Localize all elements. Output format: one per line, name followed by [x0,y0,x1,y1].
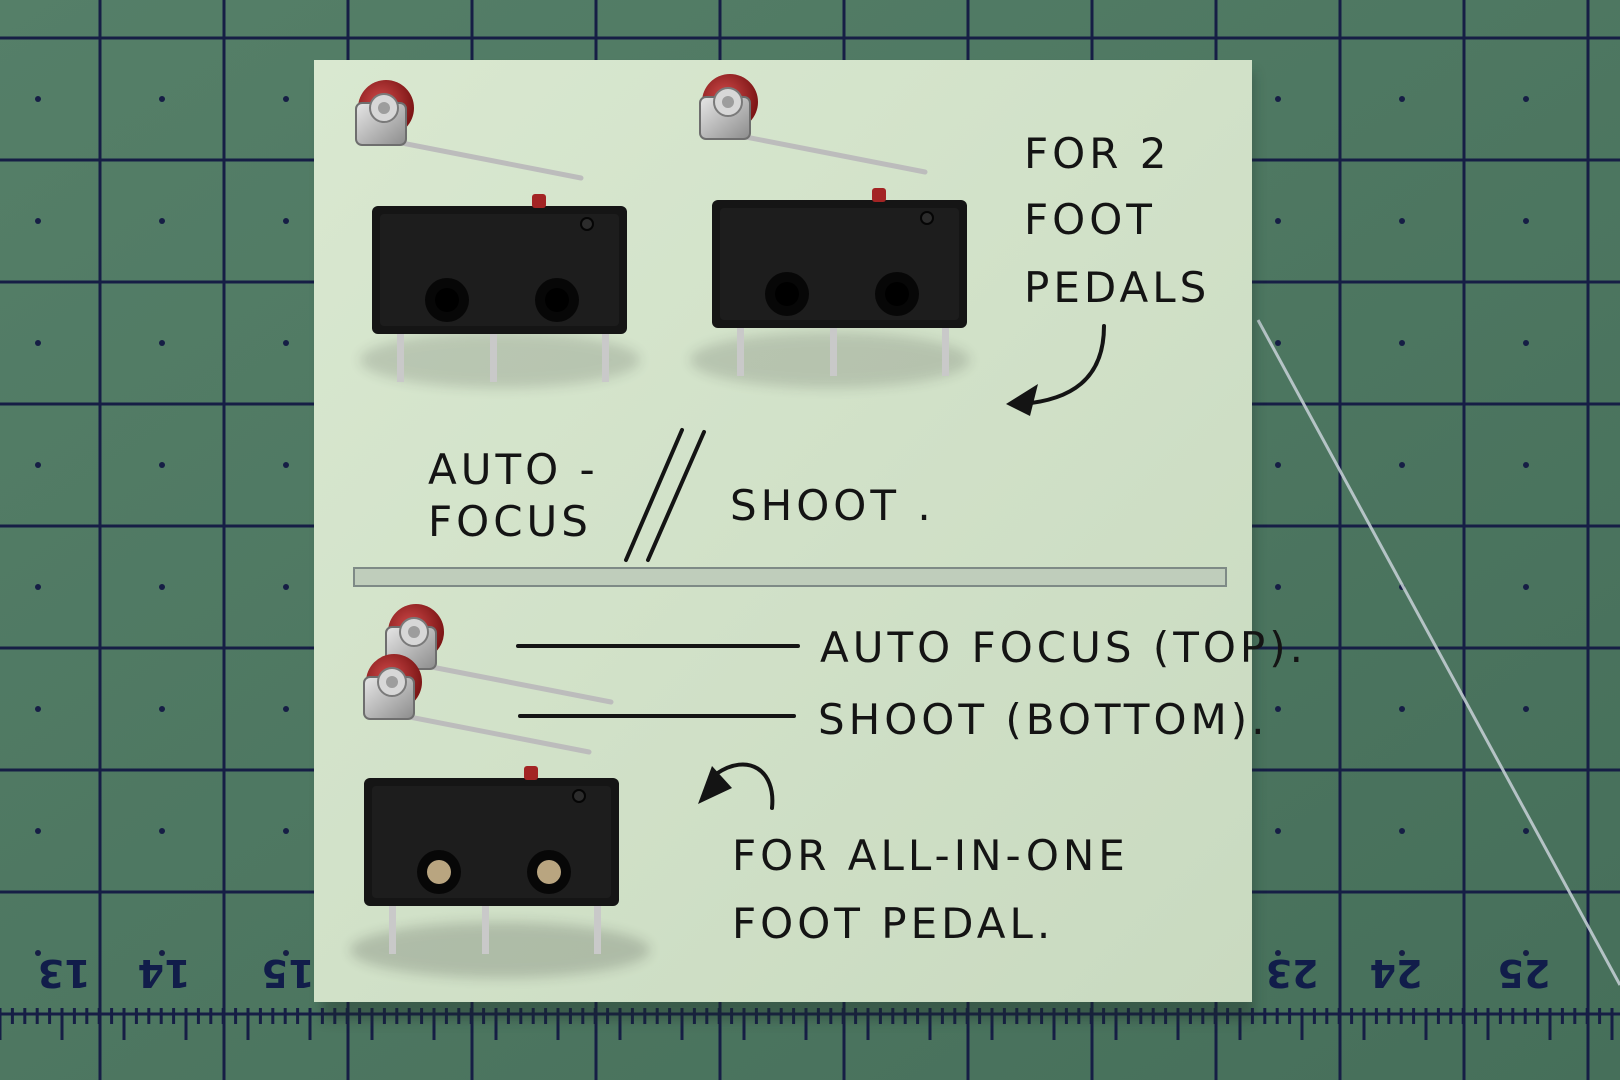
grid-dot [35,706,41,712]
arrow-top-right-head-icon [1006,384,1038,416]
grid-dot [1275,706,1281,712]
note-auto-focus-top: AUTO FOCUS (TOP). [820,623,1307,672]
handwritten-notes: FOR 2 FOOT PEDALS AUTO - FOCUS SHOOT . A… [428,129,1307,948]
grid-dot [35,96,41,102]
grid-dot [283,462,289,468]
ruler-number-15: 15 [262,951,315,995]
note-shoot-bottom: SHOOT (BOTTOM). [818,695,1269,744]
grid-dot [1399,462,1405,468]
grid-dot [35,462,41,468]
grid-dot [35,828,41,834]
grid-dot [1399,706,1405,712]
grid-dot [1399,96,1405,102]
arrow-top-right-icon [1020,324,1106,406]
note-for-all-in-one: FOR ALL-IN-ONE [732,831,1129,880]
grid-dot [283,828,289,834]
grid-dot [1523,584,1529,590]
ruler-number-24: 24 [1370,951,1423,995]
grid-dot [1275,218,1281,224]
grid-dot [35,950,41,956]
grid-dot [1523,828,1529,834]
note-auto: AUTO - [428,445,599,494]
grid-dot [159,96,165,102]
note-foot: FOOT [1024,195,1156,244]
grid-dot [1523,218,1529,224]
grid-dot [35,218,41,224]
ruler-number-23: 23 [1266,951,1319,995]
switch-top-left [356,80,640,388]
arrow-bottom-head-icon [698,766,732,804]
note-foot-pedal: FOOT PEDAL. [732,899,1054,948]
grid-dot [283,706,289,712]
note-pedals: PEDALS [1024,263,1210,312]
ruler-number-14: 14 [138,951,191,995]
grid-dot [159,340,165,346]
grid-dot [1399,950,1405,956]
grid-dot [1275,462,1281,468]
note-focus: FOCUS [428,497,592,546]
arrow-bottom-icon [714,762,775,810]
grid-dot [159,706,165,712]
grid-dot [283,950,289,956]
card-divider [353,567,1227,587]
note-for-2: FOR 2 [1024,129,1170,178]
grid-dot [1523,96,1529,102]
ruler-number-25: 25 [1498,951,1551,995]
grid-dot [283,218,289,224]
grid-dot [159,584,165,590]
grid-dot [1399,218,1405,224]
grid-dot [1523,706,1529,712]
grid-dot [159,950,165,956]
ruler-numbers: 13 14 15 23 24 25 [38,951,1551,995]
grid-dot [159,462,165,468]
grid-dot [1275,950,1281,956]
note-double-slash-2 [646,430,706,562]
grid-dot [1275,96,1281,102]
grid-dot [283,340,289,346]
ruler-number-13: 13 [38,951,91,995]
grid-dot [283,96,289,102]
grid-dot [1523,340,1529,346]
note-double-slash-1 [624,428,684,562]
grid-dot [1399,340,1405,346]
switch-bottom-combined [350,604,650,978]
grid-dot [283,584,289,590]
grid-dot [1399,828,1405,834]
grid-dot [1523,462,1529,468]
grid-dot [1523,950,1529,956]
grid-dot [35,584,41,590]
grid-dot [1275,340,1281,346]
mat-diagonal-line [1256,319,1620,986]
grid-dot [159,828,165,834]
grid-dot [1275,828,1281,834]
switch-top-right [690,74,970,388]
grid-dot [159,218,165,224]
note-shoot: SHOOT . [730,481,935,530]
grid-dot [35,340,41,346]
grid-dot [1275,584,1281,590]
